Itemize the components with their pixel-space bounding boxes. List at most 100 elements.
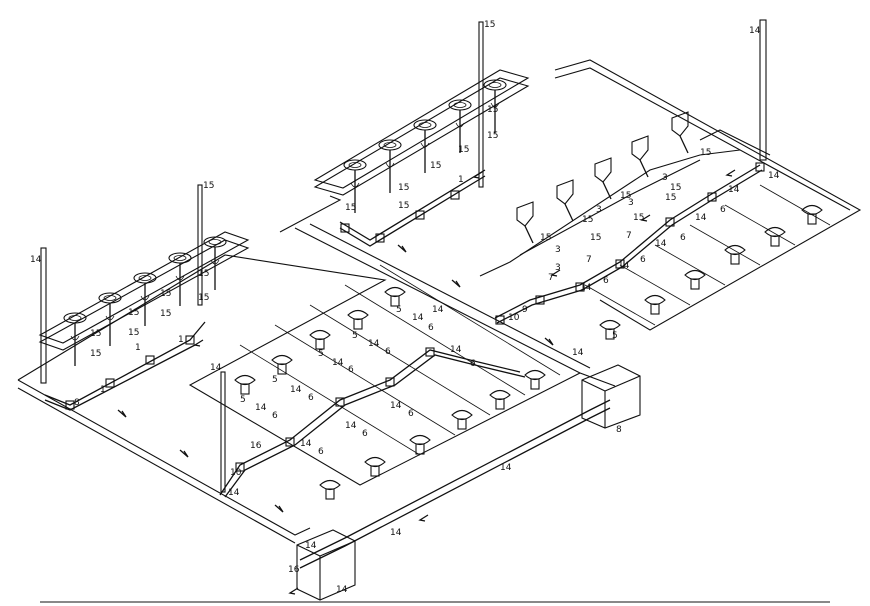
urinal-label: 15 bbox=[582, 215, 593, 225]
main-run-label: 14 bbox=[305, 541, 317, 551]
pipe-fitting bbox=[65, 400, 75, 410]
urinal-label: 3 bbox=[555, 263, 561, 273]
pipe-fitting bbox=[755, 162, 765, 172]
right-wc-label: 6 bbox=[720, 205, 726, 215]
label-riser-left-top: 15 bbox=[203, 181, 214, 191]
water-closet-bowl bbox=[524, 369, 546, 381]
urinal bbox=[516, 201, 534, 227]
left-lavatory-label: 8 bbox=[74, 398, 80, 408]
sink-bowl bbox=[208, 239, 222, 245]
stall-row-a-label: 14 bbox=[412, 313, 424, 323]
mid-lavatory-counter bbox=[313, 69, 530, 196]
sink-bowl bbox=[348, 162, 362, 168]
urinal-label: 3 bbox=[628, 198, 634, 208]
main-run-label: 16 bbox=[250, 441, 262, 451]
right-wc-label: 5 bbox=[612, 331, 618, 341]
p-trap bbox=[140, 295, 150, 301]
stall-row-b-label: 14 bbox=[345, 421, 357, 431]
lavatory-sink bbox=[413, 119, 437, 131]
urinal-label: 15 bbox=[665, 193, 676, 203]
riser-right bbox=[759, 19, 767, 161]
stall-row-a-label: 6 bbox=[428, 323, 434, 333]
pipe-size-labels: 1515151511151515151815151515115151515151… bbox=[74, 105, 780, 595]
p-trap bbox=[175, 275, 185, 281]
riser-left-vent bbox=[197, 184, 203, 306]
right-wc-label: 6 bbox=[603, 276, 609, 286]
water-closet-trap bbox=[457, 418, 467, 430]
mid-lavatory-label: 15 bbox=[487, 131, 498, 141]
lavatory-sink bbox=[133, 272, 157, 284]
water-closet-bowl bbox=[599, 319, 621, 331]
stall-row-b-label: 6 bbox=[408, 409, 414, 419]
water-closet-trap bbox=[415, 443, 425, 455]
mid-lavatory-label: 15 bbox=[398, 183, 409, 193]
left-lavatory-label: 15 bbox=[160, 309, 171, 319]
left-lavatory-label: 1 bbox=[100, 385, 106, 395]
water-closet-trap bbox=[240, 383, 250, 395]
p-trap bbox=[210, 259, 220, 265]
pipe-fitting bbox=[707, 192, 717, 202]
stall-row-a-label: 14 bbox=[332, 358, 344, 368]
water-closet-trap bbox=[530, 378, 540, 390]
label-riser-mid-top: 15 bbox=[484, 20, 495, 30]
pipe-fitting bbox=[185, 335, 195, 345]
water-closet-trap bbox=[277, 363, 287, 375]
right-wc-label: 14 bbox=[618, 261, 630, 271]
fixtures bbox=[63, 79, 823, 500]
urinal-label: 7 bbox=[548, 273, 554, 283]
p-trap bbox=[70, 335, 80, 341]
urinal-label: 15 bbox=[540, 233, 551, 243]
left-lavatory-counter bbox=[38, 231, 250, 351]
pipe-fitting bbox=[425, 347, 435, 357]
urinal-drain bbox=[679, 135, 689, 154]
water-closet-bowl bbox=[319, 479, 341, 491]
mid-lavatory-label: 15 bbox=[345, 203, 356, 213]
stall-row-a-label: 14 bbox=[255, 403, 267, 413]
pipe-fitting bbox=[615, 259, 625, 269]
pipe-fitting bbox=[575, 282, 585, 292]
urinal bbox=[556, 179, 574, 205]
p-trap bbox=[455, 122, 465, 128]
water-closet-bowl bbox=[801, 204, 823, 216]
left-lavatory-label: 1 bbox=[135, 343, 141, 353]
mid-lavatory-label: 15 bbox=[458, 145, 469, 155]
main-run-label: 8 bbox=[616, 425, 622, 435]
left-lavatory-label: 15 bbox=[160, 289, 171, 299]
water-closet-trap bbox=[730, 253, 740, 265]
pipe-fitting bbox=[375, 233, 385, 243]
urinal-label: 15 bbox=[620, 191, 631, 201]
urinal-label: 3 bbox=[662, 173, 668, 183]
mid-lavatory-label: 1 bbox=[458, 175, 464, 185]
left-lavatory-label: 15 bbox=[128, 308, 139, 318]
water-closet-trap bbox=[807, 213, 817, 225]
urinal-drain bbox=[639, 159, 649, 178]
right-wc-label: 6 bbox=[640, 255, 646, 265]
stall-row-a-label: 5 bbox=[240, 395, 246, 405]
stall-row-b-label: 6 bbox=[470, 359, 476, 369]
left-lavatory-label: 15 bbox=[90, 329, 101, 339]
p-trap bbox=[420, 142, 430, 148]
stall-row-a-label: 14 bbox=[290, 385, 302, 395]
urinal bbox=[594, 157, 612, 183]
main-run-label: 14 bbox=[228, 488, 240, 498]
p-trap bbox=[350, 182, 360, 188]
lavatory-sink bbox=[343, 159, 367, 171]
dimension-labels: 15 14 15 14 14 bbox=[30, 20, 761, 373]
stall-row-b-label: 6 bbox=[318, 447, 324, 457]
stall-row-a-label: 14 bbox=[368, 339, 380, 349]
pipe-fitting bbox=[415, 210, 425, 220]
stall-row-b-label: 6 bbox=[362, 429, 368, 439]
left-lavatory-label: 15 bbox=[128, 328, 139, 338]
p-trap bbox=[490, 102, 500, 108]
water-closet-trap bbox=[315, 338, 325, 350]
urinal-label: 15 bbox=[700, 148, 711, 158]
lavatory-sink bbox=[168, 252, 192, 264]
water-closet-bowl bbox=[309, 329, 331, 341]
main-run-label: 14 bbox=[500, 463, 512, 473]
main-drain bbox=[44, 164, 763, 569]
urinal-label: 7 bbox=[586, 255, 592, 265]
water-closet-trap bbox=[650, 303, 660, 315]
water-closet-bowl bbox=[409, 434, 431, 446]
stall-row-a-label: 5 bbox=[396, 305, 402, 315]
